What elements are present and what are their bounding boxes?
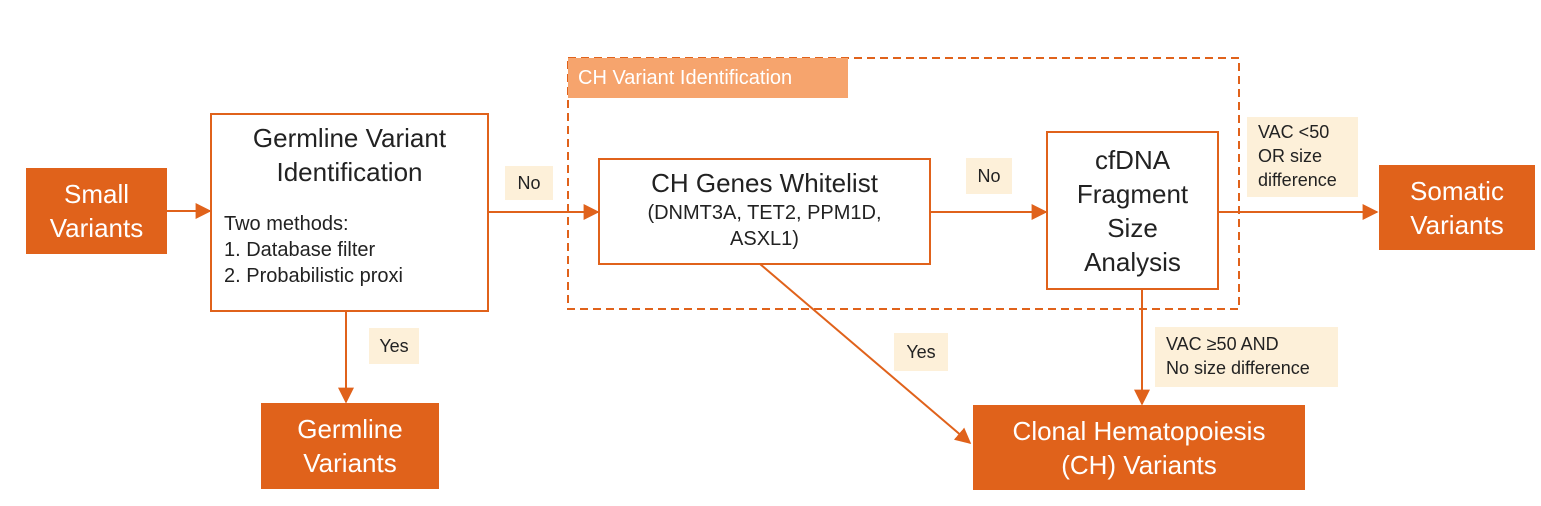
method-2: 2. Probabilistic proxi bbox=[224, 265, 403, 287]
small-variants-line1: Small bbox=[63, 179, 129, 209]
ch-whitelist-node: CH Genes Whitelist (DNMT3A, TET2, PPM1D,… bbox=[598, 158, 931, 265]
edge-label-no-whitelist-text: No bbox=[977, 166, 1001, 186]
ch-container-label-text: CH Variant Identification bbox=[578, 67, 793, 89]
methods-heading: Two methods: bbox=[224, 213, 349, 235]
edge-label-yes-whitelist-text: Yes bbox=[906, 342, 936, 362]
somatic-condition-line1: VAC <50 bbox=[1258, 122, 1330, 142]
edge-label-no-germline-text: No bbox=[517, 173, 541, 193]
edge-label-ch-condition: VAC ≥50 AND No size difference bbox=[1155, 327, 1338, 387]
edge-whitelist-to-ch bbox=[759, 263, 972, 445]
germline-identification-title-line2: Identification bbox=[276, 157, 423, 187]
small-variants-node: Small Variants bbox=[26, 168, 167, 254]
somatic-variants-node: Somatic Variants bbox=[1379, 165, 1535, 250]
edge-label-yes-germline-text: Yes bbox=[379, 336, 409, 356]
cfdna-line4: Analysis bbox=[1084, 246, 1181, 277]
somatic-condition-line3: difference bbox=[1258, 170, 1337, 190]
ch-condition-line2: No size difference bbox=[1166, 358, 1310, 378]
ch-variants-line2: (CH) Variants bbox=[1061, 449, 1217, 480]
edge-label-yes-whitelist: Yes bbox=[894, 333, 948, 371]
ch-variants-node: Clonal Hematopoiesis (CH) Variants bbox=[973, 405, 1305, 490]
somatic-condition-line2: OR size bbox=[1258, 146, 1323, 166]
method-1: 1. Database filter bbox=[224, 239, 376, 261]
somatic-variants-line1: Somatic bbox=[1410, 175, 1504, 206]
cfdna-analysis-node: cfDNA Fragment Size Analysis bbox=[1046, 131, 1219, 290]
cfdna-line2: Fragment bbox=[1076, 178, 1189, 209]
germline-identification-title-line1: Germline Variant bbox=[252, 123, 447, 153]
edge-label-no-whitelist: No bbox=[966, 158, 1012, 194]
germline-variants-line2: Variants bbox=[303, 448, 397, 478]
ch-container-label: CH Variant Identification bbox=[568, 58, 848, 98]
ch-whitelist-genes-line1: (DNMT3A, TET2, PPM1D, bbox=[647, 202, 882, 224]
ch-identification-container bbox=[567, 57, 1240, 310]
edge-label-somatic-condition: VAC <50 OR size difference bbox=[1247, 117, 1358, 197]
germline-variants-line1: Germline bbox=[297, 414, 403, 444]
edge-label-no-germline: No bbox=[505, 166, 553, 200]
ch-whitelist-genes-line2: ASXL1) bbox=[730, 228, 799, 250]
cfdna-line3: Size bbox=[1107, 212, 1158, 243]
ch-condition-line1: VAC ≥50 AND bbox=[1166, 334, 1279, 354]
small-variants-line2: Variants bbox=[49, 213, 144, 243]
ch-variants-line1: Clonal Hematopoiesis bbox=[1012, 415, 1266, 446]
edge-label-yes-germline: Yes bbox=[369, 328, 419, 364]
ch-whitelist-title: CH Genes Whitelist bbox=[651, 168, 878, 198]
germline-identification-node: Germline Variant Identification Two meth… bbox=[210, 113, 489, 312]
germline-variants-node: Germline Variants bbox=[261, 403, 439, 489]
cfdna-line1: cfDNA bbox=[1094, 144, 1171, 175]
somatic-variants-line2: Variants bbox=[1410, 209, 1504, 240]
